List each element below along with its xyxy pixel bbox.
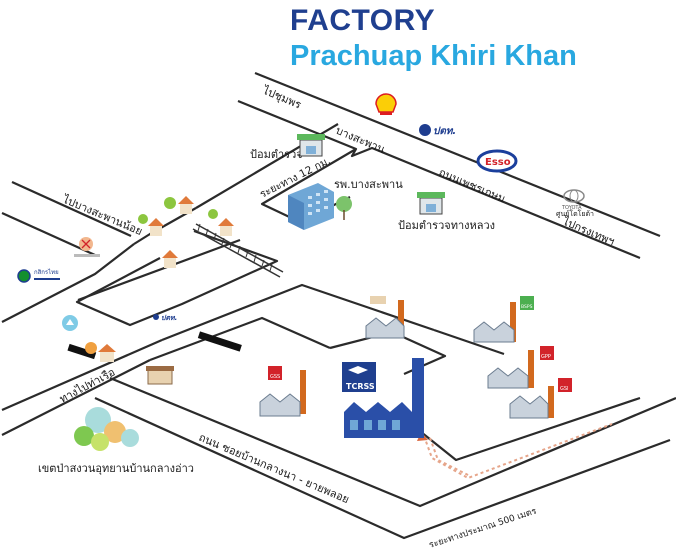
main-factory-tcrss: TCRSS [342,358,424,438]
svg-text:GSS: GSS [270,374,280,380]
label-to-bangsaphannoi: ไปบางสะพานน้อย [60,192,144,238]
road-west-b [1,243,135,323]
shell-logo-icon [375,93,397,115]
railway-icon [192,223,284,278]
label-highway-police: ป้อมตำรวจทางหลวง [398,219,495,232]
restaurant-logo-icon [74,237,100,257]
railway-crossing-bar [197,331,242,352]
svg-text:GPP: GPP [541,354,551,360]
phetkasem-road-lower [237,99,641,260]
factory-gpp: GPP [487,346,554,389]
factory-top [365,296,405,339]
house-icon [98,196,234,385]
road-to-bangsaphannoi-upper [11,180,132,238]
factory-gss: GSS [259,366,306,417]
svg-text:BSPS: BSPS [521,304,533,310]
road-center-lower [149,316,331,362]
hospital-building-icon [288,183,352,230]
svg-text:ปตท.: ปตท. [433,126,456,137]
toyota-logo-icon: TOYOTA ศูนย์โตโยต้า [556,189,594,218]
factory-bsps: BSPS [473,296,534,343]
label-police-box: ป้อมตำรวจ [250,148,303,161]
svg-text:ปตท.: ปตท. [161,314,177,322]
highway-police-box-icon [417,192,445,215]
soi-road-upper [109,376,676,508]
road-west-inner [75,229,279,327]
label-to-bangkok: ไปกรุงเทพฯ [560,214,617,248]
svg-text:GSI: GSI [560,386,569,392]
ptt-logo-icon-2: ปตท. [153,314,177,322]
svg-text:Esso: Esso [485,157,511,168]
label-distance-500m: ระยะทางประมาณ 500 เมตร [428,507,538,551]
page-title: FACTORY [290,4,436,37]
road-center-upper [161,283,435,342]
factory-access-b [433,328,505,356]
police-box-icon [297,134,325,157]
ptt-logo-icon: ปตท. [419,124,456,137]
road-block-bar [67,343,97,360]
factory-gsi: GSI [509,378,572,419]
esso-logo-icon: Esso [476,149,518,173]
svg-text:ศูนย์โตโยต้า: ศูนย์โตโยต้า [556,209,594,218]
road-to-bangsaphannoi-lower [1,211,96,257]
svg-text:กสิกรไทย: กสิกรไทย [34,268,59,276]
label-park: เขตป่าสงวนอุทยานบ้านกลางอ่าว [38,462,194,475]
road-to-port-lower [1,359,151,436]
svg-text:TCRSS: TCRSS [346,382,375,391]
road-to-port-upper [1,338,163,412]
svg-text:TOYOTA: TOYOTA [561,205,582,211]
label-hospital: รพ.บางสะพาน [334,178,403,191]
road-mid-horizontal [77,238,241,302]
factory-access-a [329,330,447,376]
page-subtitle: Prachuap Khiri Khan [290,40,577,72]
phetkasem-road-upper [254,71,661,238]
tree-icon [74,197,218,451]
factory-access-c [420,396,641,462]
soi-road-lower [94,396,671,540]
bank-logo-icon [62,315,78,331]
kbank-logo-icon: กสิกรไทย [17,268,60,283]
label-to-chumphon: ไปชุมพร [260,83,303,111]
